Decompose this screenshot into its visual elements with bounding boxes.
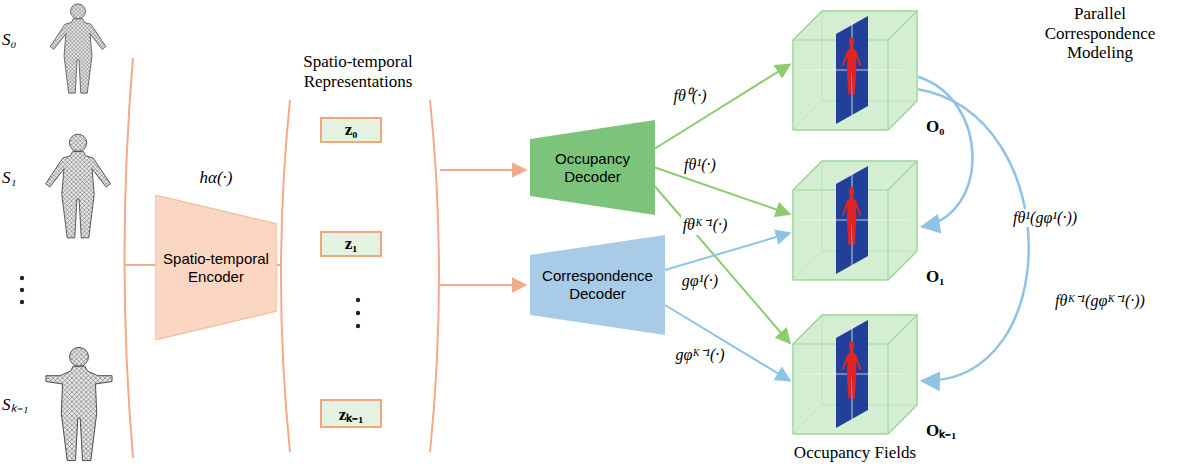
decoder-block: Occupancy Decoder — [530, 120, 655, 215]
occupancy-cube — [793, 11, 917, 130]
cube-outline — [790, 312, 920, 437]
edge-label: fθ¹(·) — [682, 156, 718, 174]
correspondence-curve-arrow — [918, 77, 973, 227]
sequence-label: S₁ — [2, 168, 16, 188]
edge-label: gφ¹(·) — [680, 272, 720, 290]
brackets — [125, 58, 527, 458]
cube-outline — [790, 8, 920, 133]
block-title: Correspondence Decoder — [530, 267, 665, 303]
latent-label: zₖ₋₁ — [339, 402, 364, 425]
block-title: Occupancy Decoder — [530, 150, 655, 186]
annotation-label: Occupancy Fields — [794, 443, 916, 463]
occupancy-cube — [793, 161, 917, 280]
cube-outline — [790, 158, 920, 283]
function-label: hα(·) — [155, 168, 277, 188]
field-label: O₀ — [926, 117, 944, 137]
decoder-arrow — [665, 233, 790, 270]
edge-label: fθᴷ⁻¹(·) — [681, 213, 730, 235]
decoder-arrow — [655, 168, 790, 215]
annotation-label: Parallel Correspondence Modeling — [1033, 4, 1168, 63]
decoder-arrow — [655, 64, 790, 148]
field-label: O₁ — [926, 267, 944, 287]
annotation-label: Spatio-temporal Representations — [283, 52, 433, 91]
latent-code-box: z₁ — [320, 231, 382, 257]
human-mesh-figures — [46, 4, 112, 461]
latent-label: z₁ — [345, 234, 358, 254]
occupancy-cube — [793, 315, 917, 434]
trapezoid — [155, 195, 277, 340]
edge-label: fθ¹(gφ¹(·)) — [1011, 209, 1079, 227]
latent-label: z₀ — [345, 120, 358, 140]
decoder-arrow — [655, 187, 790, 344]
sequence-label: Sₖ₋₁ — [2, 392, 28, 415]
occupancy-field-node: O₀ — [790, 8, 920, 133]
trapezoid — [530, 120, 655, 215]
field-label: Oₖ₋₁ — [926, 418, 956, 441]
edge-label: gφᴷ⁻¹(·) — [673, 343, 726, 365]
decoder-arrow — [665, 305, 790, 381]
latent-code-box: z₀ — [320, 117, 382, 143]
occupancy-field-node: O₁ — [790, 158, 920, 283]
trapezoid — [530, 235, 665, 335]
latent-code-box: zₖ₋₁ — [320, 399, 382, 428]
correspondence-curve-arrow — [918, 89, 1029, 381]
edge-label: fθᴷ⁻¹(gφᴷ⁻¹(·)) — [1053, 289, 1147, 311]
edge-label: fθ⁰(·) — [672, 84, 709, 106]
encoder-block: hα(·)Spatio-temporal Encoder — [155, 195, 277, 340]
sequence-label: S₀ — [2, 30, 16, 50]
decoder-block: Correspondence Decoder — [530, 235, 665, 335]
block-title: Spatio-temporal Encoder — [155, 250, 277, 286]
occupancy-field-node: Oₖ₋₁ — [790, 312, 920, 437]
